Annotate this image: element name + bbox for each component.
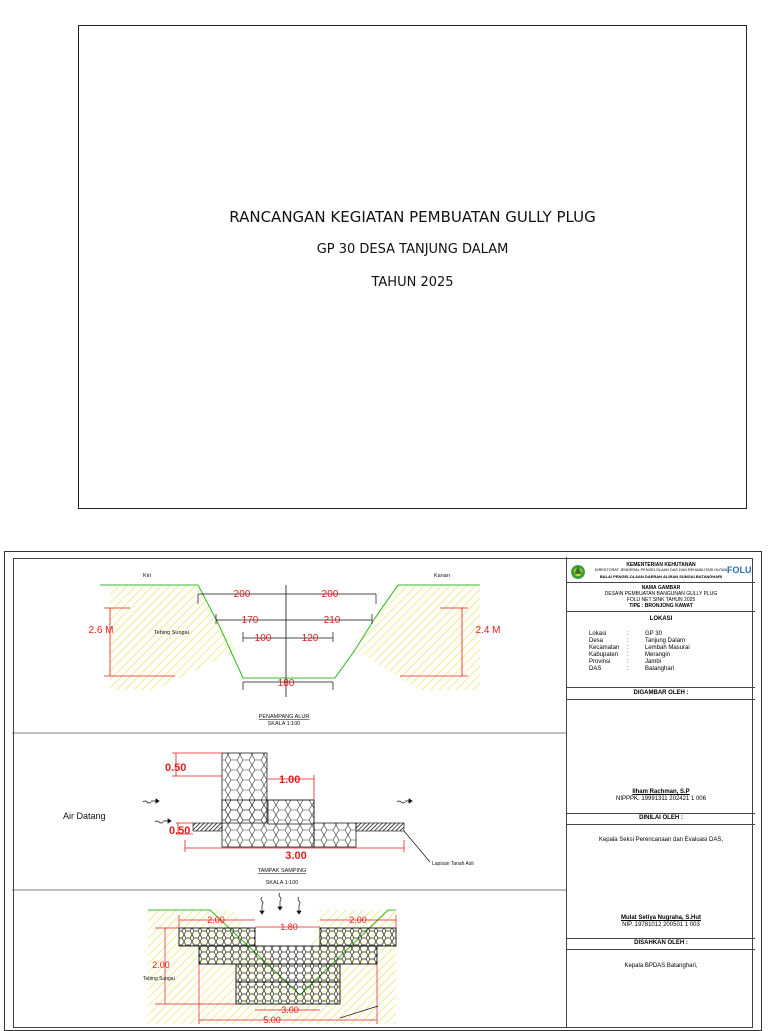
dim-step-label: 1.00 (279, 774, 300, 786)
channel-profile (100, 584, 480, 679)
structure-type: TIPE : BRONJONG KAWAT (629, 603, 693, 609)
right-height-label: 2.4 M (475, 625, 500, 636)
gabion-wing-left (178, 927, 256, 947)
location-row: Lokasi:GP 30 (589, 631, 662, 637)
dim-right-label: 2.00 (349, 915, 367, 925)
front-view-drawing: 2.00 1.80 2.00 2.00 3.00 5.00 Tebing Sun… (143, 892, 397, 1024)
drawing-name: DESAIN PEMBUATAN BANGUNAN GULLY PLUG (604, 591, 718, 597)
flow-arrow-icon (142, 798, 413, 824)
soil-right (355, 822, 405, 832)
rain-arrow-icon (259, 892, 302, 915)
folu-logo: FOLU (727, 565, 752, 575)
title-block: FOLU KEMENTERIAN KEHUTANAN DIREKTORAT JE… (566, 557, 755, 1027)
cover-year: TAHUN 2025 (371, 275, 454, 290)
dim-left-label: 2.00 (207, 915, 225, 925)
ministry-logo (571, 565, 585, 579)
cover-subtitle: GP 30 DESA TANJUNG DALAM (316, 242, 509, 257)
dim-length-label: 3.00 (285, 850, 306, 862)
gabion-apron (313, 822, 357, 848)
gabion-base (235, 981, 341, 1005)
dim-label: 120 (302, 633, 319, 644)
left-height-label: 2.6 M (88, 625, 113, 636)
left-side-label: Kiri (143, 573, 151, 579)
location-row: Desa:Tanjung Dalam (589, 638, 686, 644)
dim-base-label: 5.00 (263, 1015, 281, 1024)
dim-label: 210 (324, 615, 341, 626)
left-bank-hatch (110, 585, 238, 690)
bank-label: Tebing Sungai (143, 976, 175, 982)
assessed-by-role: Kepala Seksi Perencanaan dan Evaluasi DA… (598, 837, 724, 843)
ministry-name: KEMENTERIAN KEHUTANAN (626, 562, 696, 568)
dim-label: 200 (234, 589, 251, 600)
side-view-scale: SKALA 1:100 (266, 880, 299, 886)
dim-center-label: 1.80 (280, 922, 298, 932)
dim-height-label: 2.00 (152, 960, 170, 970)
dim-bottom-label: 0.50 (169, 825, 190, 837)
dim-label: 180 (278, 678, 295, 689)
side-view-drawing: 0.50 1.00 0.50 3.00 Air Datang Lapisan T… (63, 752, 474, 886)
right-side-label: Kanan (434, 573, 450, 579)
drawn-by-header: DIGAMBAR OLEH : (633, 690, 689, 696)
location-header: LOKASI (649, 616, 673, 622)
inflow-label: Air Datang (63, 811, 106, 821)
dim-label: 200 (322, 589, 339, 600)
section-scale: SKALA 1:100 (268, 721, 301, 727)
assessed-by-header: DINILAI OLEH : (639, 815, 683, 821)
soil-left (192, 822, 223, 832)
drawn-by-name: Ilham Rachman, S.P (632, 789, 690, 795)
assessed-by-id: NIP. 19781012 200501 1 003 (622, 922, 700, 928)
right-bank-hatch (355, 585, 480, 690)
location-row: Kabupaten:Merangin (589, 652, 671, 658)
bank-label: Tebing Sungai (154, 630, 189, 636)
cover-page: RANCANGAN KEGIATAN PEMBUATAN GULLY PLUG … (78, 25, 747, 509)
location-row: DAS:Batanghari (589, 666, 675, 672)
dim-label: 100 (255, 633, 272, 644)
cover-title: RANCANGAN KEGIATAN PEMBUATAN GULLY PLUG (229, 208, 596, 226)
approved-by-role: Kepala BPDAS Batanghari, (624, 963, 698, 969)
side-view-title: TAMPAK SAMPING (258, 868, 307, 874)
directorate-name: DIREKTORAT JENDERAL PENGELOLAAN DAS DAN … (594, 568, 728, 572)
cross-section-drawing: 200 200 170 210 100 120 180 2.6 M 2.4 M … (88, 573, 500, 727)
section-title: PENAMPANG ALUR (259, 714, 310, 720)
drawing-name-label: NAMA GAMBAR (641, 585, 681, 591)
approved-by-header: DISAHKAN OLEH : (634, 940, 688, 946)
dim-label: 170 (242, 615, 259, 626)
gabion-body (198, 945, 378, 965)
soil-label: Lapisan Tanah Asli (432, 861, 474, 867)
drawn-by-id: NIPPPK. 19991311 202421 1 006 (616, 796, 706, 802)
gabion-lower (235, 963, 341, 983)
location-row: Kecamatan:Lembah Masurai (589, 645, 690, 651)
dim-top-label: 0.50 (165, 762, 186, 774)
gabion-wing-right (319, 927, 397, 947)
program-name: FOLU NET SINK TAHUN 2025 (626, 597, 696, 603)
folu-logo-text: FOLU (727, 565, 752, 575)
assessed-by-name: Mulat Setiya Nugraha, S.Hut (620, 915, 701, 921)
location-row: Provinsi:Jambi (589, 659, 662, 665)
dim-inner-label: 3.00 (281, 1005, 299, 1015)
office-name: BALAI PENGELOLAAN DAERAH ALIRAN SUNGAI B… (599, 574, 723, 579)
